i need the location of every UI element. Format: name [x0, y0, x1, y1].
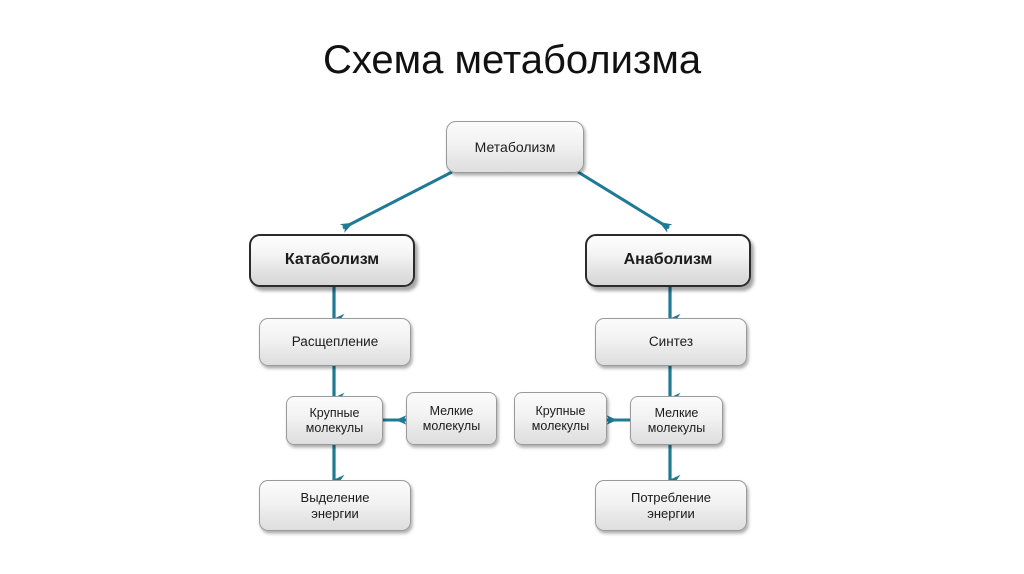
node-energy-consumption[interactable]: Потребление энергии — [595, 480, 747, 531]
node-left-large-molecules-label: Крупные молекулы — [305, 405, 364, 435]
node-splitting-label: Расщепление — [291, 334, 379, 350]
node-synthesis-label: Синтез — [648, 334, 694, 350]
edge-root-catabolism — [339, 170, 453, 233]
node-energy-consumption-label: Потребление энергии — [631, 490, 711, 521]
node-metabolism-label: Метаболизм — [474, 138, 556, 155]
node-synthesis[interactable]: Синтез — [595, 318, 747, 366]
node-right-large-molecules[interactable]: Крупные молекулы — [514, 392, 607, 445]
node-catabolism-label: Катаболизм — [284, 251, 380, 269]
node-right-small-molecules-label: Мелкие молекулы — [647, 405, 706, 435]
node-right-small-molecules[interactable]: Мелкие молекулы — [630, 396, 723, 445]
node-metabolism[interactable]: Метаболизм — [446, 121, 584, 173]
node-left-small-molecules-label: Мелкие молекулы — [422, 403, 481, 433]
node-splitting[interactable]: Расщепление — [259, 318, 411, 366]
node-right-large-molecules-label: Крупные молекулы — [531, 403, 590, 433]
node-energy-release[interactable]: Выделение энергии — [259, 480, 411, 531]
node-catabolism[interactable]: Катаболизм — [249, 234, 415, 287]
node-left-large-molecules[interactable]: Крупные молекулы — [286, 396, 383, 445]
node-anabolism-label: Анаболизм — [623, 251, 713, 269]
edge-root-anabolism — [577, 170, 673, 233]
page-title: Схема метаболизма — [322, 38, 702, 82]
node-left-small-molecules[interactable]: Мелкие молекулы — [406, 392, 497, 445]
node-energy-release-label: Выделение энергии — [300, 490, 370, 521]
node-anabolism[interactable]: Анаболизм — [585, 234, 751, 287]
